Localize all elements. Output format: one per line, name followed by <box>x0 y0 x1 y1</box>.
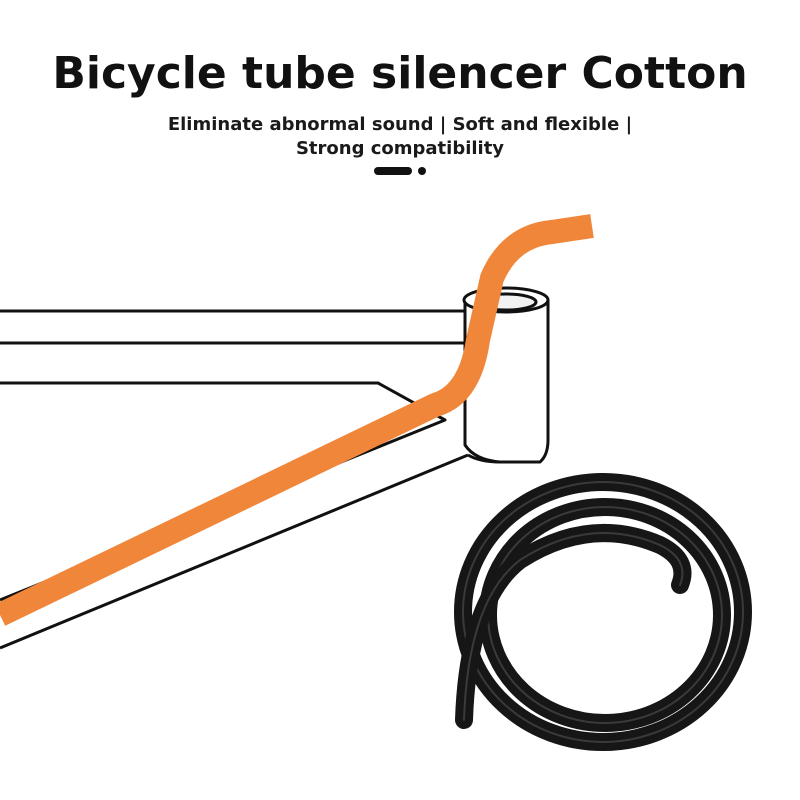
subtitle-line-1: Eliminate abnormal sound | Soft and flex… <box>167 114 633 135</box>
orange-silencer-tube <box>0 214 594 626</box>
indicator-active-bar <box>374 167 412 175</box>
subtitle-line-2: Strong compatibility <box>295 138 505 159</box>
page-title: Bicycle tube silencer Cotton <box>52 48 748 99</box>
page-subtitle: Eliminate abnormal sound | Soft and flex… <box>150 113 650 161</box>
product-illustration <box>0 214 752 751</box>
black-silencer-coil <box>454 473 752 751</box>
slide-indicator <box>374 167 434 175</box>
indicator-dot <box>418 167 426 175</box>
